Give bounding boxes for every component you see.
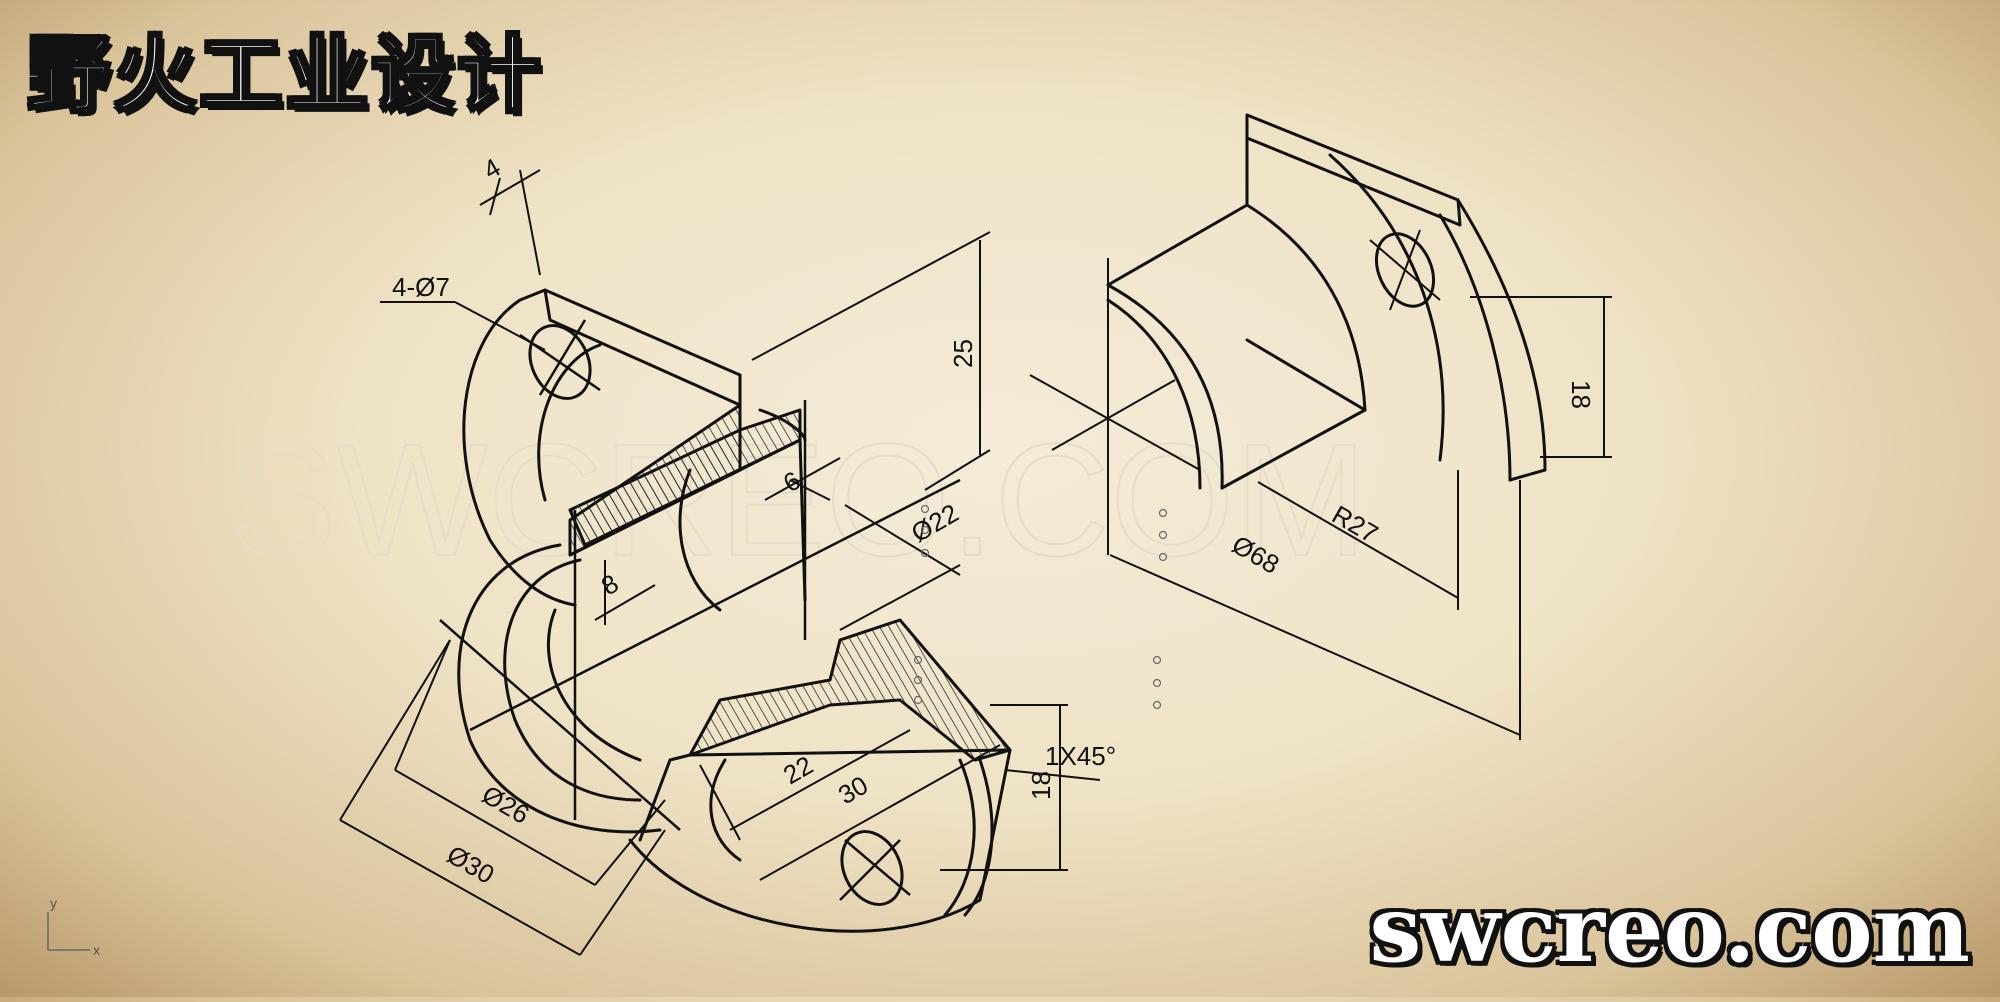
axis-gizmo xyxy=(47,912,90,951)
lower-bore-arc xyxy=(709,758,742,862)
lower-flange-outer xyxy=(628,748,1012,933)
left-centerlines xyxy=(439,319,961,901)
middle-shell xyxy=(568,438,807,602)
lower-mid-ring xyxy=(503,558,642,802)
right-back-edge xyxy=(1106,113,1249,287)
lower-flange-edge xyxy=(638,753,692,842)
right-flange-arc2 xyxy=(1438,213,1512,482)
dim-holes: 4-Ø7 xyxy=(392,272,450,302)
lower-section-hatch xyxy=(688,618,1012,762)
hole-bottom xyxy=(840,830,904,906)
dim-4: 4 xyxy=(478,152,506,185)
dot-marks xyxy=(913,504,1168,710)
right-face-arc xyxy=(1245,203,1367,412)
dim-18-left: 18 xyxy=(1026,771,1056,800)
upper-outer-arc xyxy=(462,298,577,607)
dim-30: 30 xyxy=(833,770,873,810)
dim-25: 25 xyxy=(948,339,978,368)
dim-18-right: 18 xyxy=(1566,380,1596,409)
right-flange-bottom xyxy=(1508,468,1547,482)
right-top-face xyxy=(1245,113,1462,227)
left-part xyxy=(457,288,1012,933)
upper-flange-top xyxy=(543,288,742,407)
axis-y-label: y xyxy=(50,895,57,911)
left-dimensions xyxy=(339,169,1101,956)
right-dimensions xyxy=(1029,229,1612,740)
lower-outer-ring xyxy=(457,543,662,834)
right-hole xyxy=(1374,232,1436,308)
right-flange-arc3 xyxy=(1456,198,1547,472)
axis-x-label: x xyxy=(93,942,100,958)
hole-top xyxy=(528,324,592,400)
right-front-arc xyxy=(1106,283,1224,490)
upper-inner-arc xyxy=(537,343,602,502)
lower-flange-top xyxy=(688,748,1012,757)
lower-flange-rim1 xyxy=(943,758,976,917)
upper-flange-edge xyxy=(518,288,547,302)
right-part xyxy=(1106,113,1547,490)
lower-inner-ring xyxy=(546,608,642,762)
dim-chamfer: 1X45° xyxy=(1045,741,1116,771)
middle-arc xyxy=(678,468,722,612)
right-flange-arc1 xyxy=(1328,153,1445,462)
lower-flange-rim2 xyxy=(963,758,994,917)
brand-title: 野火工业设计 xyxy=(26,26,545,125)
right-front-inner-arc xyxy=(1106,298,1202,490)
brand-url: swcreo.com xyxy=(1369,875,1970,983)
